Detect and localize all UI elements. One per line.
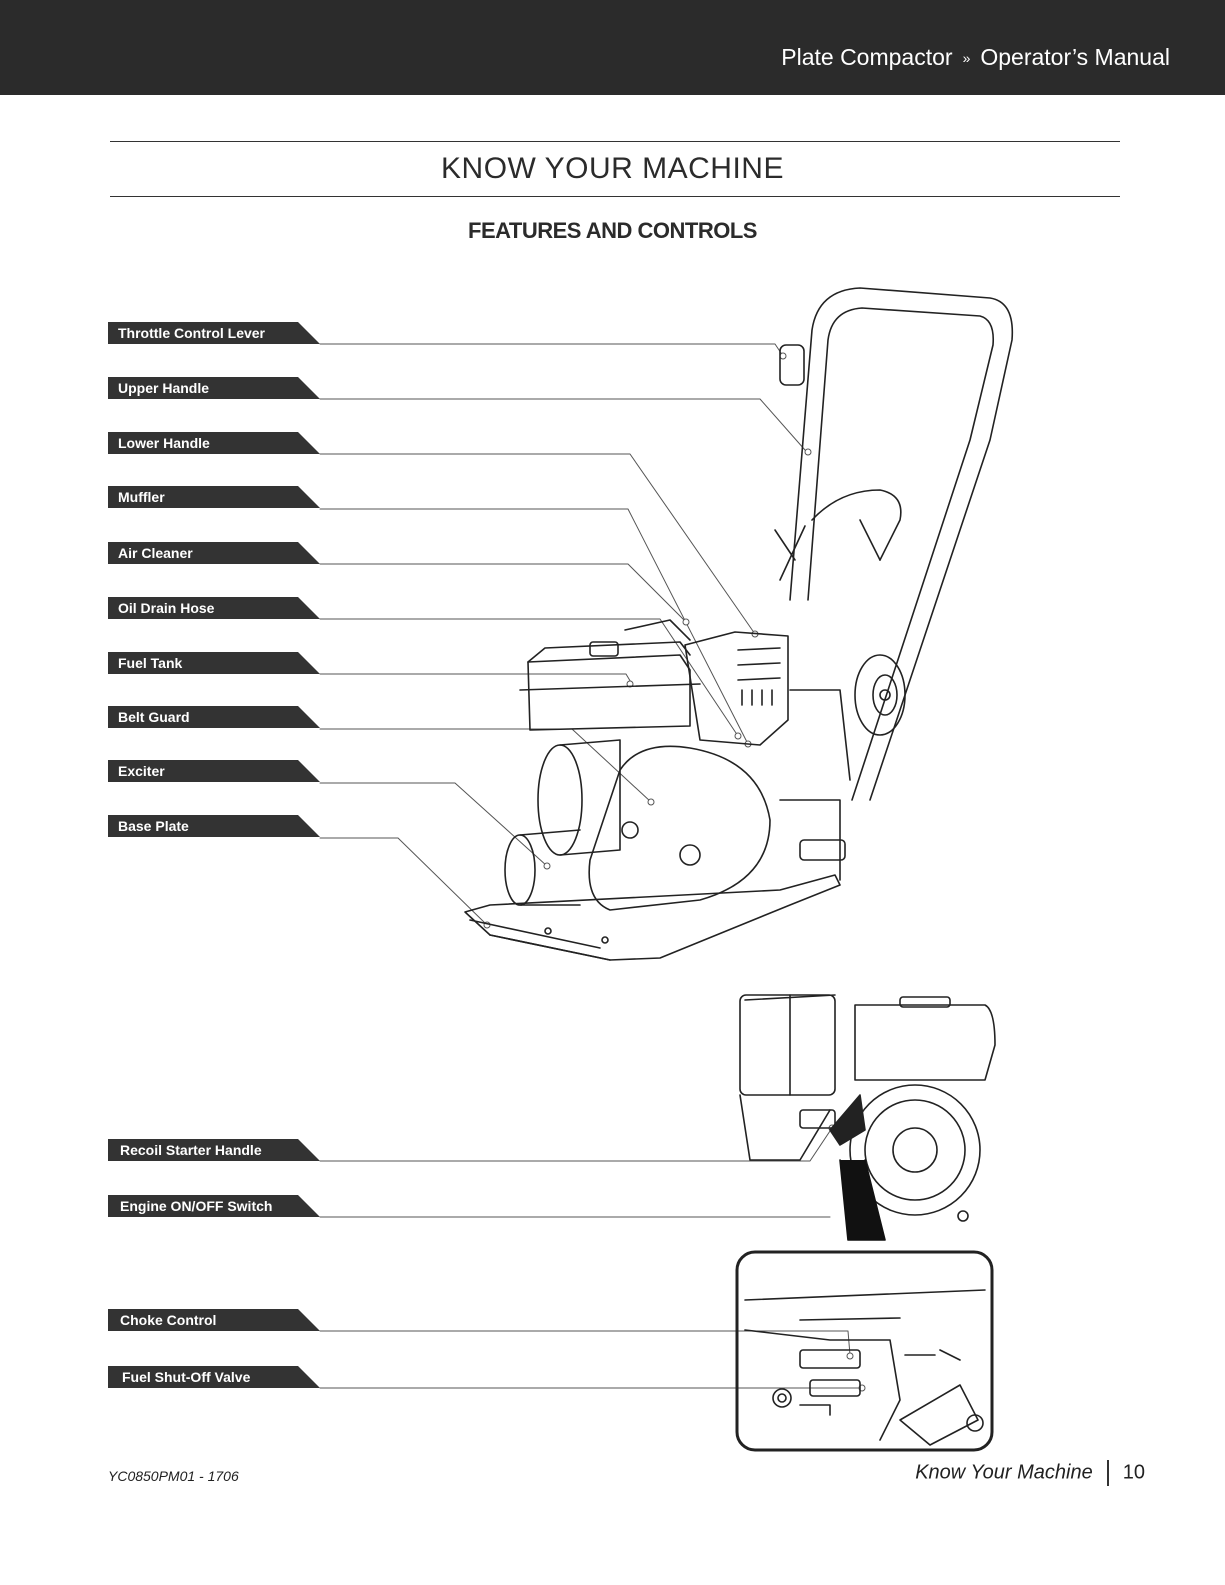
- header-title: Plate Compactor » Operator’s Manual: [781, 44, 1170, 71]
- label-throttle-control-lever: Throttle Control Lever: [108, 322, 320, 344]
- header-separator: »: [962, 50, 971, 66]
- label-upper-handle: Upper Handle: [108, 377, 320, 399]
- header-product: Plate Compactor: [781, 44, 953, 70]
- page-footer: Know Your Machine 10: [915, 1460, 1145, 1486]
- section-title: KNOW YOUR MACHINE: [441, 152, 784, 185]
- engine-detail: [739, 994, 996, 1241]
- exciter-and-belt-guard: [504, 739, 771, 911]
- label-exciter: Exciter: [108, 760, 320, 782]
- label-choke-control: Choke Control: [108, 1309, 320, 1331]
- bottom-rule: [110, 196, 1120, 197]
- engine-body: [519, 619, 851, 781]
- label-lower-handle: Lower Handle: [108, 432, 320, 454]
- label-belt-guard: Belt Guard: [108, 706, 320, 728]
- label-muffler: Muffler: [108, 486, 320, 508]
- subtitle: FEATURES AND CONTROLS: [468, 218, 757, 243]
- label-recoil-starter-handle: Recoil Starter Handle: [108, 1139, 320, 1161]
- leader-lines: [319, 343, 863, 1389]
- label-oil-drain-hose: Oil Drain Hose: [108, 597, 320, 619]
- transport-wheel: [854, 654, 906, 736]
- header-manual: Operator’s Manual: [980, 44, 1170, 70]
- footer-section: Know Your Machine: [915, 1461, 1093, 1484]
- document-code: YC0850PM01 - 1706: [108, 1468, 239, 1484]
- label-air-cleaner: Air Cleaner: [108, 542, 320, 564]
- detail-inset: [735, 1250, 994, 1452]
- label-fuel-shut-off-valve: Fuel Shut-Off Valve: [108, 1366, 320, 1388]
- label-fuel-tank: Fuel Tank: [108, 652, 320, 674]
- top-rule: [110, 141, 1120, 142]
- label-engine-on-off-switch: Engine ON/OFF Switch: [108, 1195, 320, 1217]
- footer-divider: [1106, 1460, 1109, 1486]
- base-plate: [464, 799, 846, 961]
- page-header: Plate Compactor » Operator’s Manual: [0, 0, 1225, 95]
- page-number: 10: [1122, 1461, 1145, 1484]
- label-base-plate: Base Plate: [108, 815, 320, 837]
- handle-frame: [774, 287, 1014, 801]
